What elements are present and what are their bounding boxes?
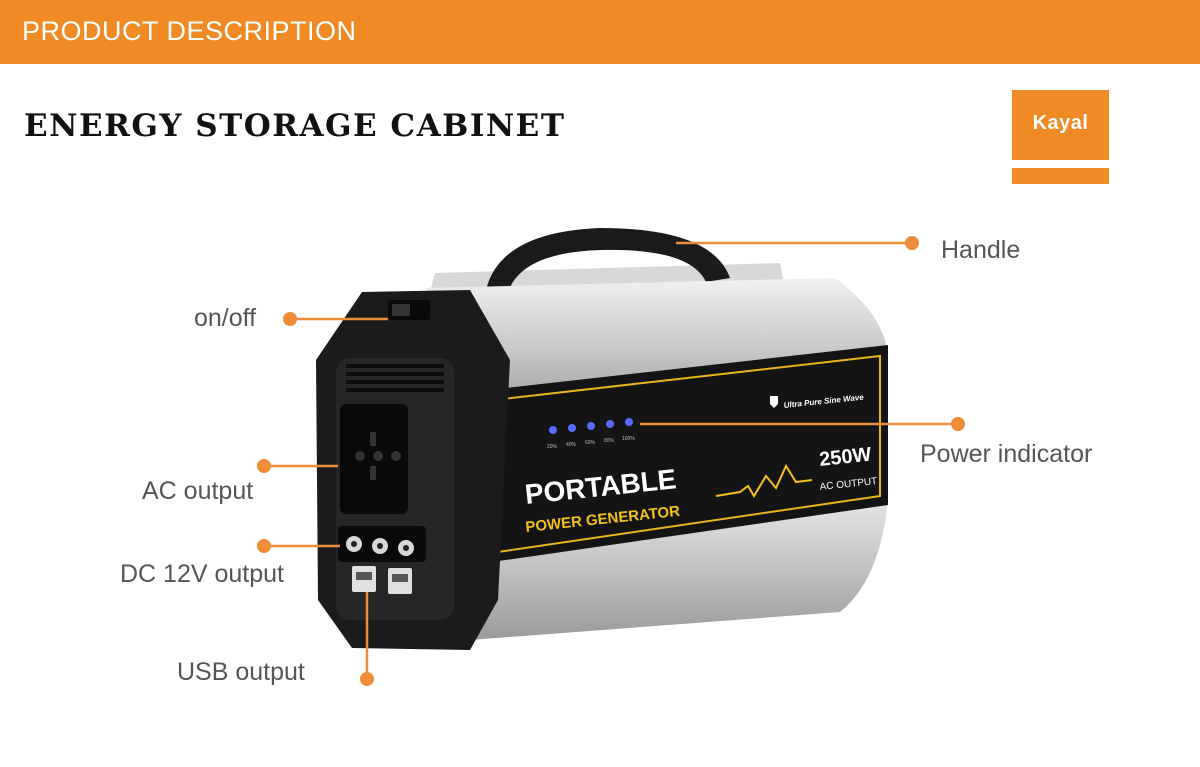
indicator-level: 20% — [547, 444, 558, 450]
indicator-levels: 20% 40% 60% 80% 100% — [547, 436, 635, 450]
banner-title: PRODUCT DESCRIPTION — [22, 16, 357, 46]
sine-wave-graphic — [715, 463, 813, 498]
callout-dc-output: DC 12V output — [120, 560, 284, 588]
callout-handle: Handle — [941, 236, 1021, 264]
front-panel — [488, 345, 888, 562]
vent-grille — [346, 364, 444, 392]
callout-dots — [257, 236, 965, 686]
callout-ac-output: AC output — [142, 477, 254, 505]
body-bottom — [470, 500, 888, 640]
logo-text: Kayal — [1032, 112, 1089, 134]
callout-lines — [264, 241, 958, 678]
indicator-level: 60% — [585, 440, 596, 446]
callout-onoff: on/off — [194, 304, 257, 332]
indicator-level: 40% — [566, 442, 577, 448]
logo-underbar — [1012, 168, 1109, 184]
handle — [486, 228, 730, 292]
callout-usb-output: USB output — [177, 658, 305, 686]
page-title: ENERGY STORAGE CABINET — [24, 108, 566, 144]
header-banner: PRODUCT DESCRIPTION — [0, 0, 1200, 64]
indicator-level: 80% — [604, 438, 615, 444]
indicator-level: 100% — [622, 436, 635, 442]
wattage-label: 250W — [818, 444, 872, 471]
power-indicator-leds — [549, 418, 633, 434]
plug-icon — [770, 396, 778, 408]
callout-power-indicator: Power indicator — [920, 440, 1093, 468]
brand-logo: Kayal — [1012, 90, 1109, 160]
